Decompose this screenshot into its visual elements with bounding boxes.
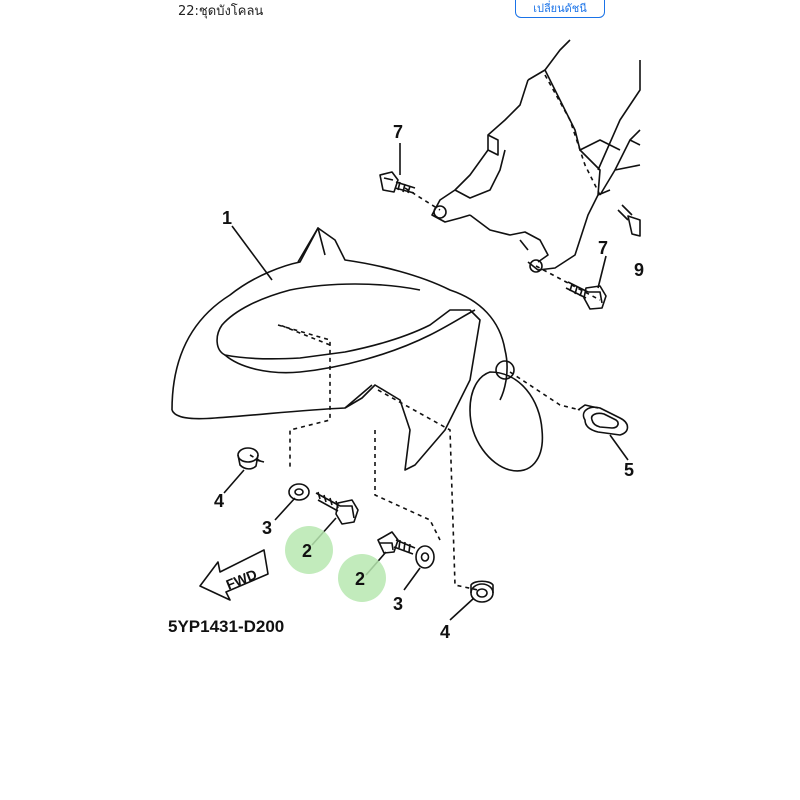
washer-left	[288, 483, 310, 501]
grommet-right	[470, 580, 494, 603]
callout-1[interactable]: 1	[222, 208, 232, 228]
fwd-arrow-icon: FWD	[199, 549, 269, 601]
callout-4-right[interactable]: 4	[440, 622, 450, 642]
fork-bracket	[431, 39, 641, 273]
callout-4-left[interactable]: 4	[214, 491, 224, 511]
callout-3-right[interactable]: 3	[393, 594, 403, 614]
callout-9[interactable]: 9	[634, 260, 644, 280]
bolt-b	[377, 531, 416, 555]
bolt-a	[315, 491, 359, 525]
part-9-screw	[617, 204, 641, 237]
callout-5[interactable]: 5	[624, 460, 634, 480]
callout-2b[interactable]: 2	[355, 569, 365, 589]
page-title: 22:ชุดบังโคลน	[178, 4, 264, 19]
callout-2a[interactable]: 2	[302, 541, 312, 561]
highlight-bolt-a	[285, 526, 333, 574]
highlight-bolt-b	[338, 554, 386, 602]
screw-upper	[379, 171, 416, 194]
front-fender	[171, 227, 544, 472]
part-code: 5YP1431-D200	[168, 617, 284, 636]
change-index-button[interactable]: เปลี่ยนดัชนี	[515, 0, 605, 18]
washer-right	[415, 545, 435, 569]
callout-3-left[interactable]: 3	[262, 518, 272, 538]
reflector	[577, 404, 629, 436]
callout-7-lower[interactable]: 7	[598, 238, 608, 258]
callout-7-upper[interactable]: 7	[393, 122, 403, 142]
screw-lower	[565, 281, 607, 310]
grommet-left	[237, 447, 265, 470]
